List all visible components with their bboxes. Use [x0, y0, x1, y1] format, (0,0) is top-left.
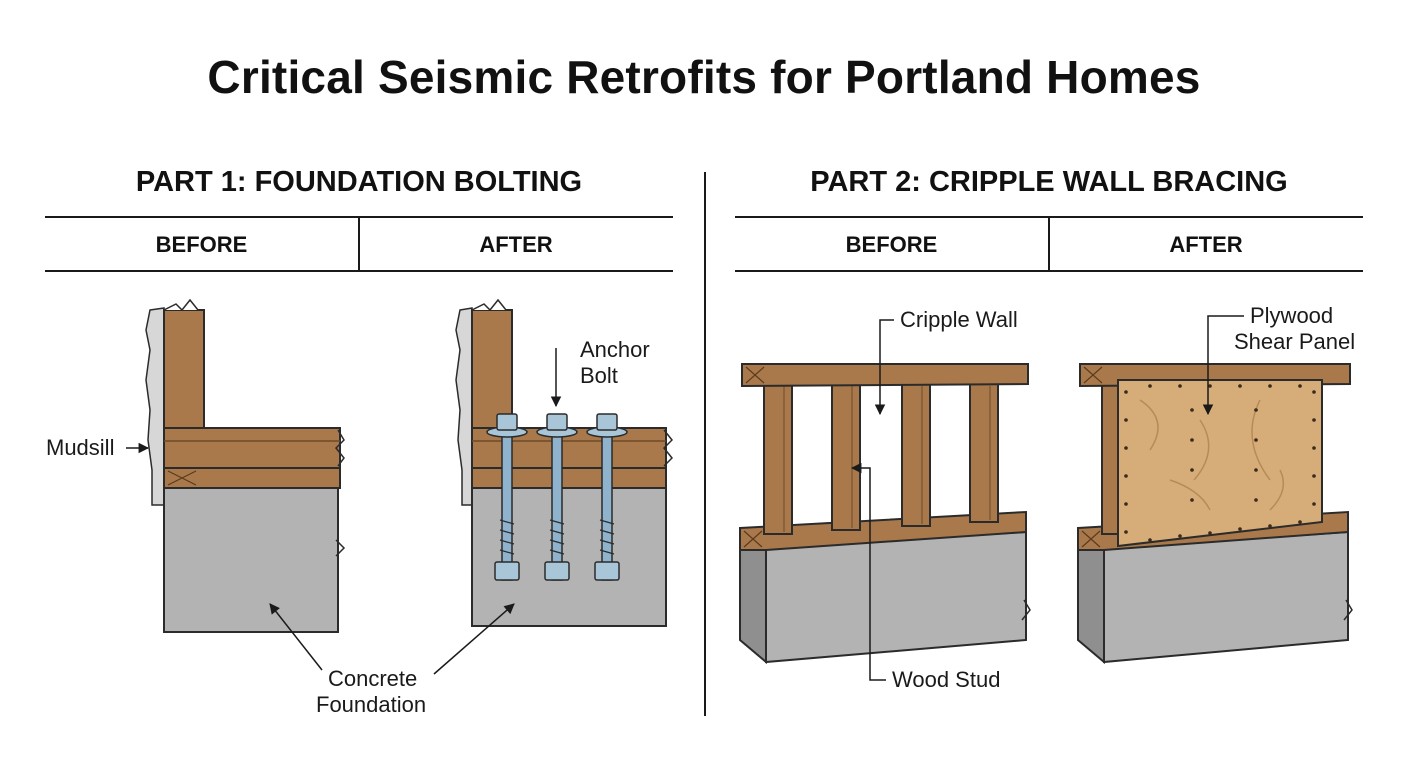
- concrete-foundation: [1103, 530, 1349, 664]
- anchor-bolt-3: [586, 413, 628, 581]
- after-bracing-illustration: Plywood Shear Panel: [1077, 303, 1355, 665]
- wood-stud-arrow: [850, 462, 886, 681]
- anchor-bolt-2: [536, 413, 578, 581]
- part2-column-divider: [1048, 217, 1050, 271]
- cripple-wall-label: Cripple Wall: [900, 307, 1018, 332]
- center-divider: [704, 172, 706, 716]
- mudsill-end-grain: [167, 470, 197, 486]
- part1-column-divider: [358, 217, 360, 271]
- wall-stud: [163, 309, 205, 429]
- plywood-label-line2: Shear Panel: [1234, 329, 1355, 354]
- mudsill-beam: [471, 467, 667, 489]
- cripple-wall-arrow: [874, 319, 894, 416]
- mudsill-label: Mudsill: [46, 435, 114, 460]
- concrete-label-line2: Foundation: [316, 692, 426, 717]
- top-plate: [741, 363, 1029, 388]
- before-bolting-illustration: Mudsill: [46, 298, 346, 633]
- part1-before-header: BEFORE: [155, 232, 248, 257]
- plywood-label-line1: Plywood: [1250, 303, 1333, 328]
- concrete-foundation: [471, 485, 667, 627]
- part1-bottom-rule: [45, 270, 673, 272]
- exterior-siding: [145, 307, 165, 506]
- part2-before-header: BEFORE: [845, 232, 938, 257]
- part2-bottom-rule: [735, 270, 1363, 272]
- wood-stud: [831, 383, 861, 531]
- plywood-shear-panel: [1117, 379, 1323, 548]
- part1-heading: PART 1: FOUNDATION BOLTING: [135, 166, 583, 198]
- part2-heading: PART 2: CRIPPLE WALL BRACING: [810, 166, 1288, 198]
- wood-stud: [901, 383, 931, 527]
- part2-after-header: AFTER: [1169, 232, 1243, 257]
- floor-joist: [163, 427, 341, 469]
- concrete-arrow-right: [433, 603, 515, 675]
- before-bracing-illustration: Cripple Wall Wood Stud: [739, 307, 1031, 692]
- concrete-arrow-left: [269, 603, 323, 671]
- part1-after-header: AFTER: [479, 232, 553, 257]
- wall-stud: [471, 309, 513, 429]
- panel-nails: [1124, 384, 1316, 542]
- anchor-bolt-label-line1: Anchor: [580, 337, 650, 362]
- anchor-bolt-1: [486, 413, 528, 581]
- wood-stud: [969, 383, 999, 523]
- after-bolting-illustration: Anchor Bolt: [455, 298, 674, 627]
- plywood-arrow: [1202, 315, 1244, 416]
- concrete-label-line1: Concrete: [328, 666, 417, 691]
- concrete-foundation: [163, 485, 339, 633]
- anchor-bolt-label-line2: Bolt: [580, 363, 618, 388]
- concrete-foundation: [765, 530, 1027, 664]
- wood-stud: [763, 383, 793, 535]
- exterior-siding: [455, 307, 473, 506]
- mudsill-beam: [163, 467, 341, 489]
- wood-stud-label: Wood Stud: [892, 667, 1000, 692]
- page-title: Critical Seismic Retrofits for Portland …: [207, 51, 1201, 103]
